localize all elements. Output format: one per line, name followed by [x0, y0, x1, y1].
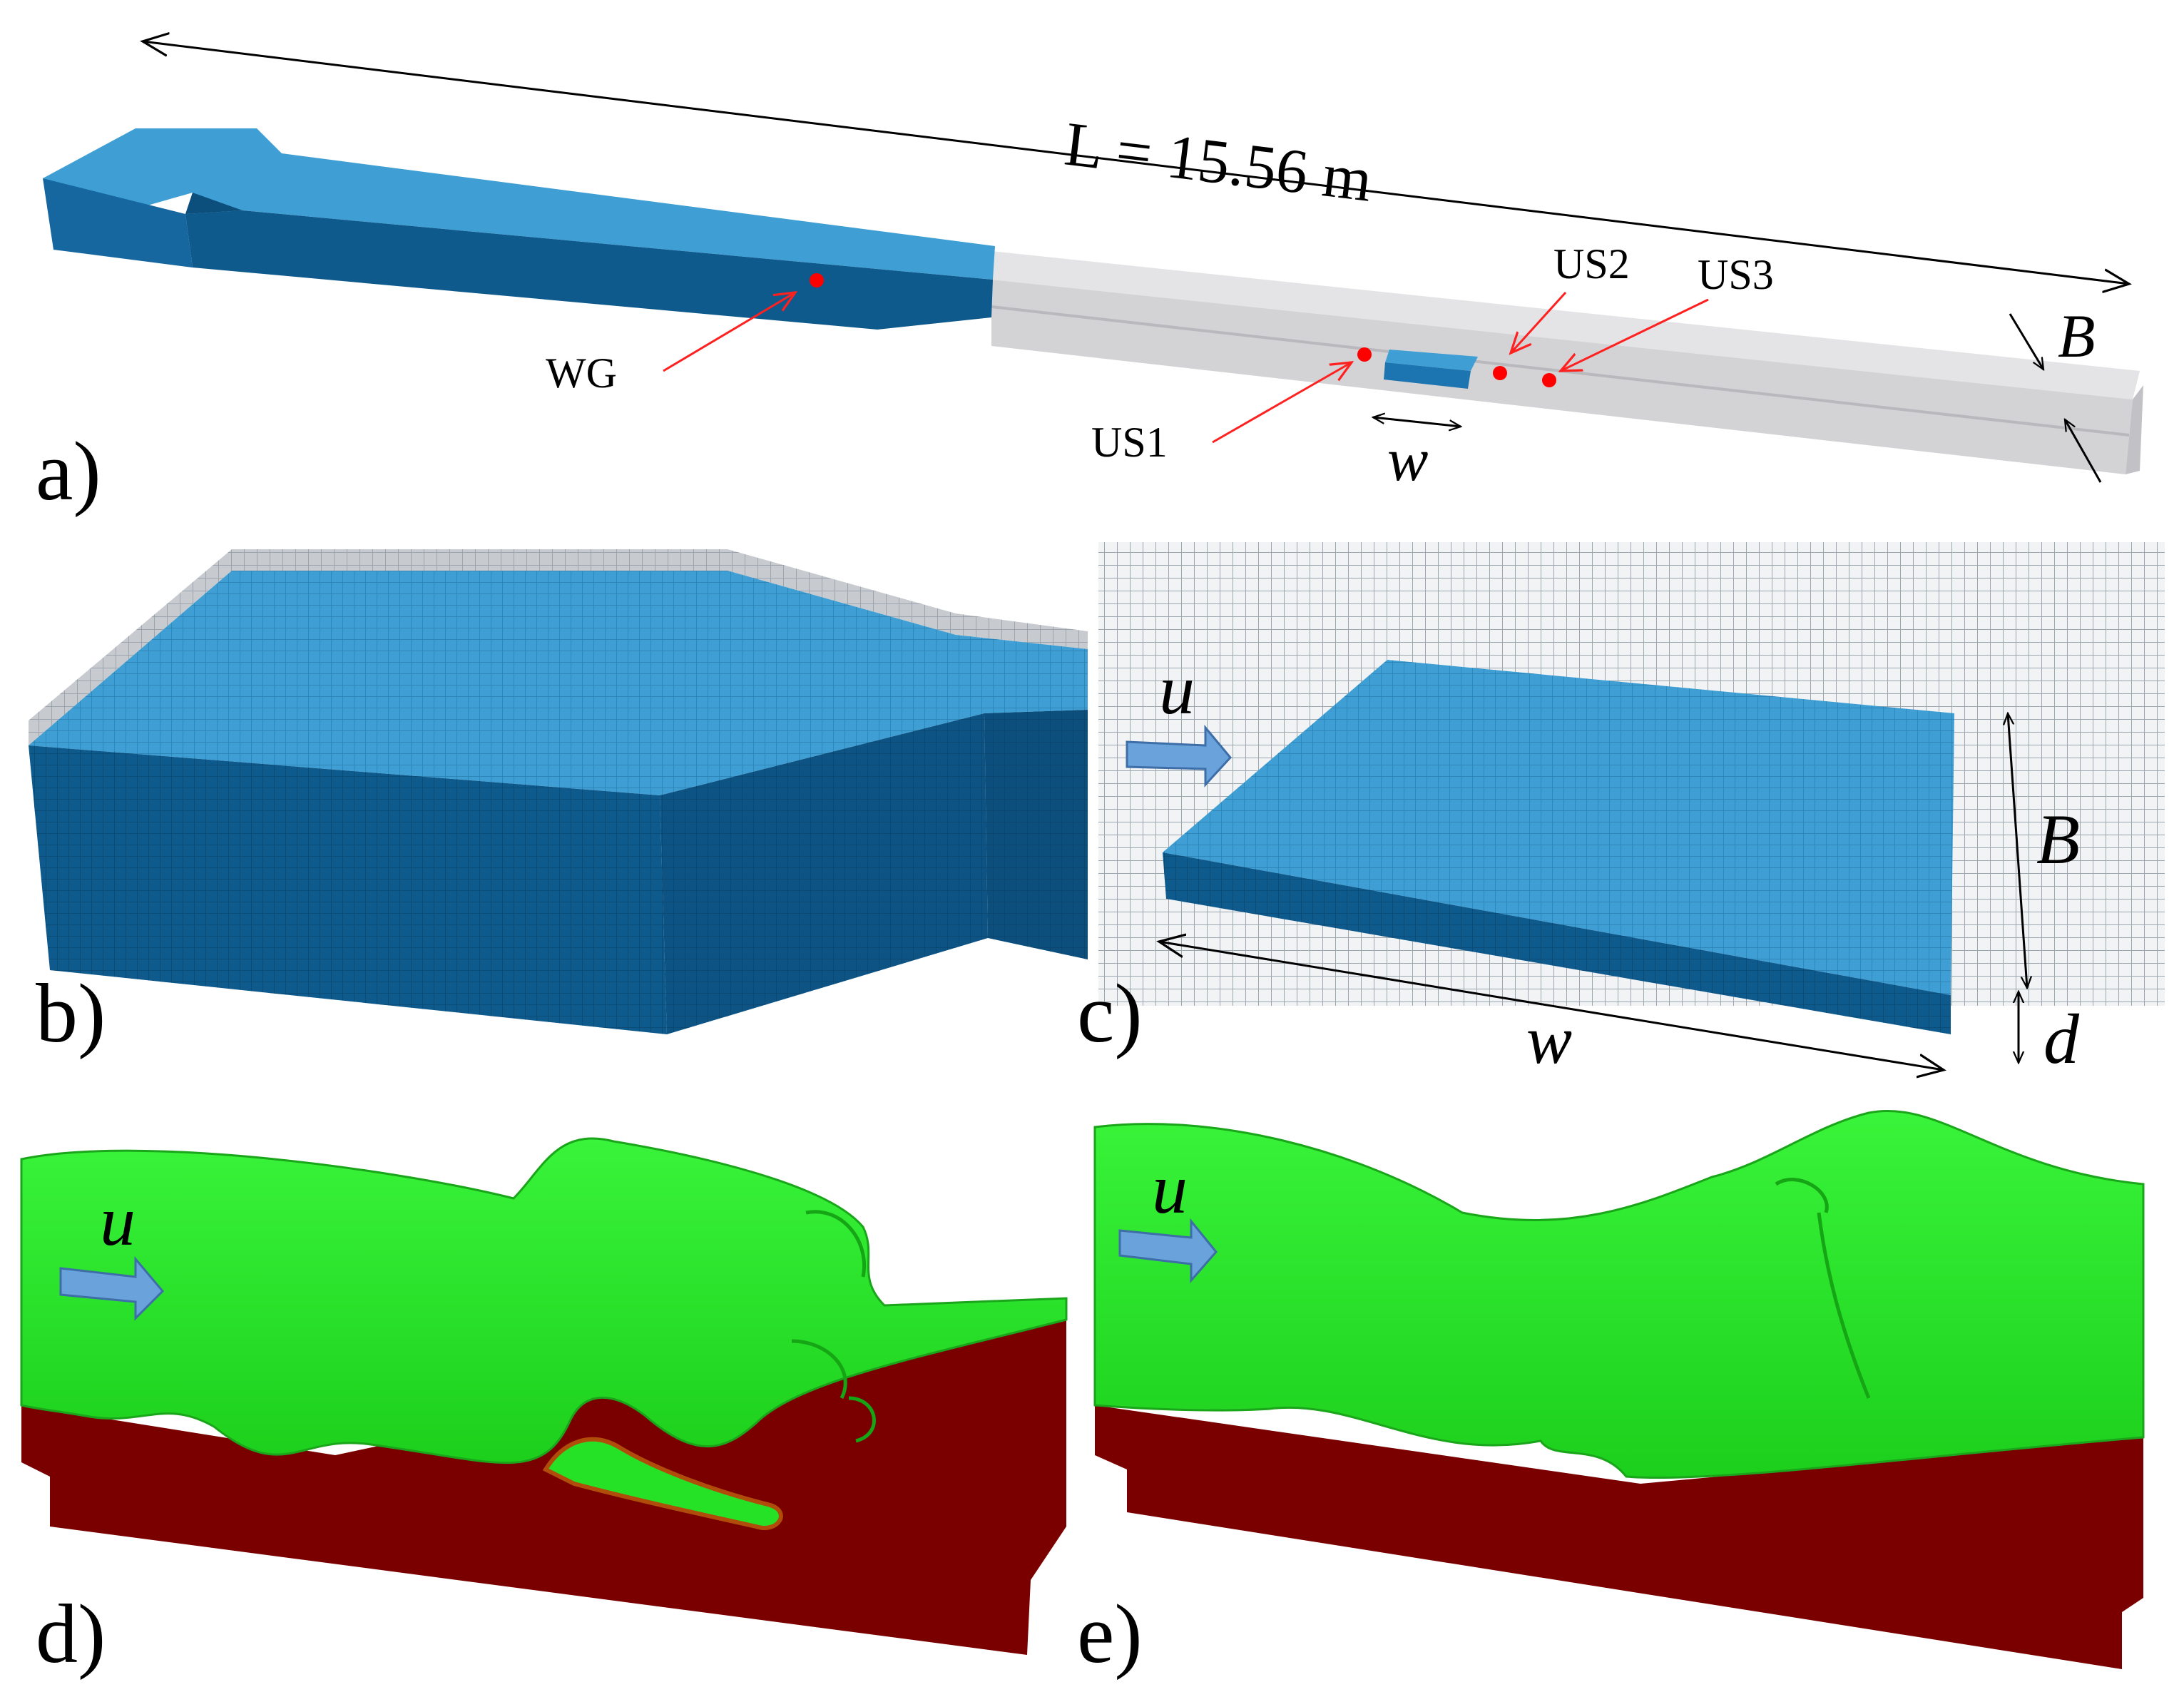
- panel-b: b): [29, 549, 1088, 1060]
- panel-e: u e): [1077, 1109, 2145, 1681]
- velocity-symbol-d: u: [100, 1181, 136, 1260]
- submerged-block-top: [1385, 350, 1478, 371]
- channel-side-empty: [991, 280, 2133, 474]
- panel-b-label: b): [36, 967, 106, 1060]
- mesh-water-front-grid: [29, 745, 667, 1034]
- probe-wg-marker: [810, 273, 824, 287]
- flow-arrow-icon-e: [1118, 1218, 1218, 1283]
- probe-us1-pointer: [1212, 362, 1352, 444]
- velocity-symbol-c: u: [1159, 650, 1195, 729]
- flow-arrow-icon-d: [59, 1255, 165, 1321]
- block-length-symbol-c: w: [1526, 1002, 1572, 1078]
- block-length-arrow-c: [1159, 942, 1944, 1070]
- mesh-water-top-grid: [29, 571, 1088, 795]
- probe-us3-marker: [1542, 373, 1556, 387]
- mesh-water-narrow-grid: [984, 710, 1088, 959]
- wave-crest-detail-d: [791, 1210, 876, 1443]
- probe-us3-pointer: [1561, 298, 1709, 371]
- block-width-arrow: [2008, 713, 2027, 988]
- panel-a-label: a): [36, 424, 101, 518]
- panel-e-label: e): [1077, 1587, 1143, 1681]
- width-symbol-a: B: [2058, 302, 2096, 370]
- probe-us3-label: US3: [1698, 251, 1774, 298]
- block-height-symbol: d: [2043, 999, 2080, 1079]
- free-surface-d: [20, 1137, 1068, 1464]
- wave-tube-d: [542, 1437, 783, 1530]
- length-label: L = 15.56 m: [1061, 110, 1376, 215]
- probe-us2-label: US2: [1553, 240, 1630, 287]
- panel-c: u B d w c): [1077, 542, 2165, 1079]
- block-length-symbol-a: w: [1387, 425, 1428, 494]
- block-top-grid: [1163, 660, 1954, 995]
- probe-us2-marker: [1493, 366, 1507, 380]
- liquid-body-e: [1095, 1405, 2143, 1669]
- channel-end: [2126, 385, 2143, 474]
- probe-us2-pointer: [1511, 291, 1567, 353]
- wave-crest-detail-e: [1775, 1178, 1871, 1399]
- probe-wg-label: WG: [546, 350, 617, 397]
- width-arrow-top: [2009, 313, 2043, 370]
- flow-arrow-icon-c: [1126, 724, 1232, 788]
- free-surface-e: [1093, 1109, 2145, 1479]
- probe-wg-pointer: [663, 292, 795, 372]
- width-arrow-bottom: [2065, 419, 2102, 483]
- panel-d-label: d): [36, 1587, 106, 1681]
- width-symbol-c: B: [2036, 800, 2080, 879]
- panel-c-label: c): [1077, 967, 1143, 1060]
- block-length-arrow-a: [1373, 417, 1461, 427]
- submerged-block: [1384, 362, 1471, 389]
- length-dimension-arrow: [143, 41, 2129, 284]
- velocity-symbol-e: u: [1152, 1149, 1188, 1228]
- panel-a: WG US1 US2 US3 L = 15.56 m B w a): [36, 41, 2143, 518]
- probe-us1-marker: [1357, 347, 1372, 362]
- mesh-water-right-grid: [660, 713, 988, 1034]
- probe-us1-label: US1: [1091, 419, 1168, 466]
- panel-d: u d): [20, 1137, 1068, 1681]
